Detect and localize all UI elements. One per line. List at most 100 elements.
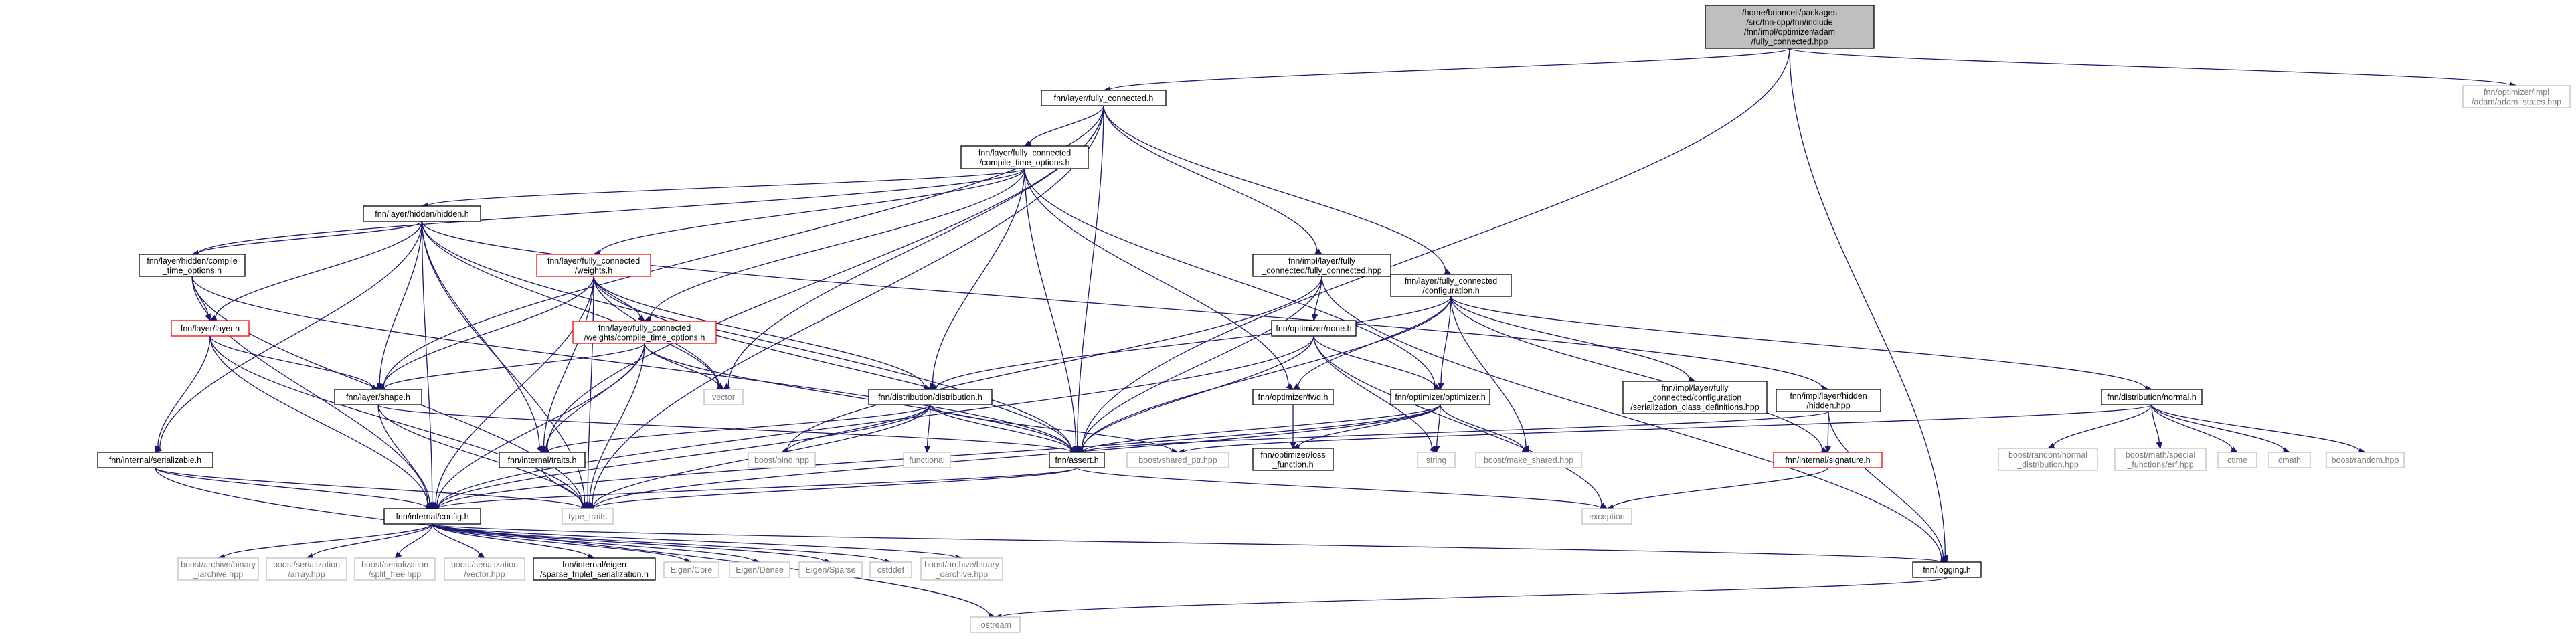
node-label-line: fnn/internal/signature.h [1785, 456, 1870, 465]
edge-line [1440, 296, 1452, 384]
node-label-line: fnn/impl/layer/hidden [1790, 391, 1867, 401]
node-opt_fwd[interactable]: fnn/optimizer/fwd.h [1252, 389, 1334, 405]
edge-line [1313, 335, 1436, 387]
node-hidden_compile[interactable]: fnn/layer/hidden/compile_time_options.h [139, 254, 246, 277]
node-label-line: boost/bind.hpp [754, 456, 809, 465]
edge-line [1076, 467, 1602, 509]
edge-impl_fc_hpp-to-opt_none [1312, 276, 1322, 322]
node-boost_ser_array: boost/serialization/array.hpp [266, 557, 347, 581]
node-box [703, 389, 744, 405]
node-config_h[interactable]: fnn/internal/config.h [383, 508, 481, 525]
node-assert_h[interactable]: fnn/assert.h [1049, 452, 1105, 468]
node-box [920, 557, 1003, 581]
edge-line [215, 221, 423, 318]
node-label-line: _function.h [1272, 460, 1313, 469]
edge-fc_config-to-ser_class_defs [1450, 296, 1696, 383]
node-box [354, 557, 436, 581]
edge-config_h-to-boost_ser_vector [432, 523, 486, 559]
node-dist_h[interactable]: fnn/distribution/distribution.h [868, 389, 993, 405]
edge-line [599, 168, 1025, 254]
node-box [1271, 320, 1357, 337]
node-logging_h[interactable]: fnn/logging.h [1912, 561, 1982, 578]
node-signature_h[interactable]: fnn/internal/signature.h [1773, 452, 1883, 468]
node-label-line: fnn/layer/fully_connected [978, 148, 1071, 157]
node-box [139, 254, 246, 277]
node-layer_fc_h[interactable]: fnn/layer/fully_connected.h [1041, 90, 1167, 106]
edge-line [593, 276, 1072, 450]
edge-fc_compile_opts-to-hidden_h [421, 168, 1025, 209]
edge-root-to-adam_states [1789, 48, 2518, 89]
node-fc_weights[interactable]: fnn/layer/fully_connected/weights.h [536, 254, 651, 277]
edge-line [593, 276, 926, 388]
node-box [869, 561, 912, 578]
node-box [1417, 452, 1456, 468]
node-fc_weights_compile[interactable]: fnn/layer/fully_connected/weights/compil… [572, 321, 717, 344]
node-serializable_h[interactable]: fnn/internal/serializable.h [97, 452, 213, 468]
node-functional: functional [903, 452, 951, 468]
node-traits_h[interactable]: fnn/internal/traits.h [499, 452, 586, 468]
node-ser_class_defs[interactable]: fnn/impl/layer/fully_connected/configura… [1622, 381, 1768, 414]
node-shape_h[interactable]: fnn/layer/shape.h [334, 389, 422, 405]
edge-arrowhead [637, 314, 645, 322]
node-label-line: /split_free.hpp [369, 569, 422, 579]
edge-line [1082, 296, 1452, 450]
edge-fc_compile_opts-to-opt_h [1024, 168, 1442, 390]
node-opt_loss[interactable]: fnn/optimizer/loss_function.h [1252, 448, 1334, 471]
edge-line [2151, 404, 2160, 443]
node-boost_math_erf: boost/math/special_functions/erf.hpp [2114, 448, 2207, 471]
edge-root-to-logging_h [1789, 48, 1948, 563]
edge-line [377, 404, 1071, 452]
edge-line [1024, 168, 1077, 447]
node-label-line: Eigen/Core [671, 565, 713, 575]
node-fc_compile_opts[interactable]: fnn/layer/fully_connected/compile_time_o… [960, 145, 1089, 169]
node-hidden_h[interactable]: fnn/layer/hidden/hidden.h [363, 205, 481, 222]
node-normal_h[interactable]: fnn/distribution/normal.h [2101, 389, 2203, 405]
edge-layer_h-to-type_traits [209, 335, 589, 509]
node-label-line: /weights/compile_time_options.h [584, 333, 705, 342]
node-eigen_sparse_triplet[interactable]: fnn/internal/eigen/sparse_triplet_serial… [533, 557, 656, 581]
node-label-line: fnn/layer/hidden/hidden.h [375, 209, 468, 219]
node-impl_hidden_hpp[interactable]: fnn/impl/layer/hidden/hidden.hpp [1776, 389, 1881, 412]
node-box [363, 205, 481, 222]
node-label-line: /src/fnn-cpp/fnn/include [1746, 17, 1832, 27]
node-label-line: vector [712, 393, 735, 402]
node-layer_h[interactable]: fnn/layer/layer.h [171, 320, 250, 337]
node-label-line: /weights.h [575, 266, 612, 275]
edge-arrowhead [1286, 383, 1294, 390]
edge-line [932, 168, 1025, 384]
edge-line [1828, 411, 1944, 557]
edge-opt_h-to-opt_loss [1292, 404, 1441, 450]
edge-line [438, 404, 931, 508]
edge-arrowhead [924, 446, 931, 454]
edge-hidden_h-to-impl_hidden_hpp [421, 221, 1830, 392]
edge-line [1024, 168, 1436, 387]
edge-config_h-to-boost_ser_split [394, 523, 433, 559]
node-label-line: /vector.hpp [464, 569, 505, 579]
node-label-line: boost/archive/binary [924, 560, 1000, 569]
node-opt_h[interactable]: fnn/optimizer/optimizer.h [1390, 389, 1490, 405]
node-label-line: ctime [2227, 456, 2247, 465]
node-label-line: cstddef [877, 565, 905, 575]
node-impl_fc_hpp[interactable]: fnn/impl/layer/fully_connected/fully_con… [1252, 254, 1391, 277]
node-box [1252, 389, 1334, 405]
node-label-line: /home/brianceil/packages [1742, 8, 1837, 17]
node-box [266, 557, 347, 581]
node-exception: exception [1581, 508, 1632, 525]
node-label-line: Eigen/Sparse [805, 565, 855, 575]
node-label-line: boost/archive/binary [181, 560, 256, 569]
edge-line [1789, 48, 2511, 86]
edge-line [2151, 404, 2285, 451]
edge-line [432, 523, 589, 557]
node-label-line: /serialization_class_definitions.hpp [1630, 403, 1759, 412]
node-label-line: functional [909, 456, 945, 465]
edge-fc_config-to-assert_h [1076, 296, 1452, 453]
edge-opt_h-to-assert_h [1076, 404, 1441, 455]
edge-arrowhead [1434, 446, 1440, 454]
node-root[interactable]: /home/brianceil/packages/src/fnn-cpp/fnn… [1705, 5, 1875, 49]
node-fc_config[interactable]: fnn/layer/fully_connected/configuration.… [1390, 274, 1512, 297]
edge-line [649, 168, 1025, 319]
edge-line [432, 523, 1942, 563]
node-label-line: fnn/internal/traits.h [508, 456, 577, 465]
node-opt_none[interactable]: fnn/optimizer/none.h [1271, 320, 1357, 337]
node-box [903, 452, 951, 468]
